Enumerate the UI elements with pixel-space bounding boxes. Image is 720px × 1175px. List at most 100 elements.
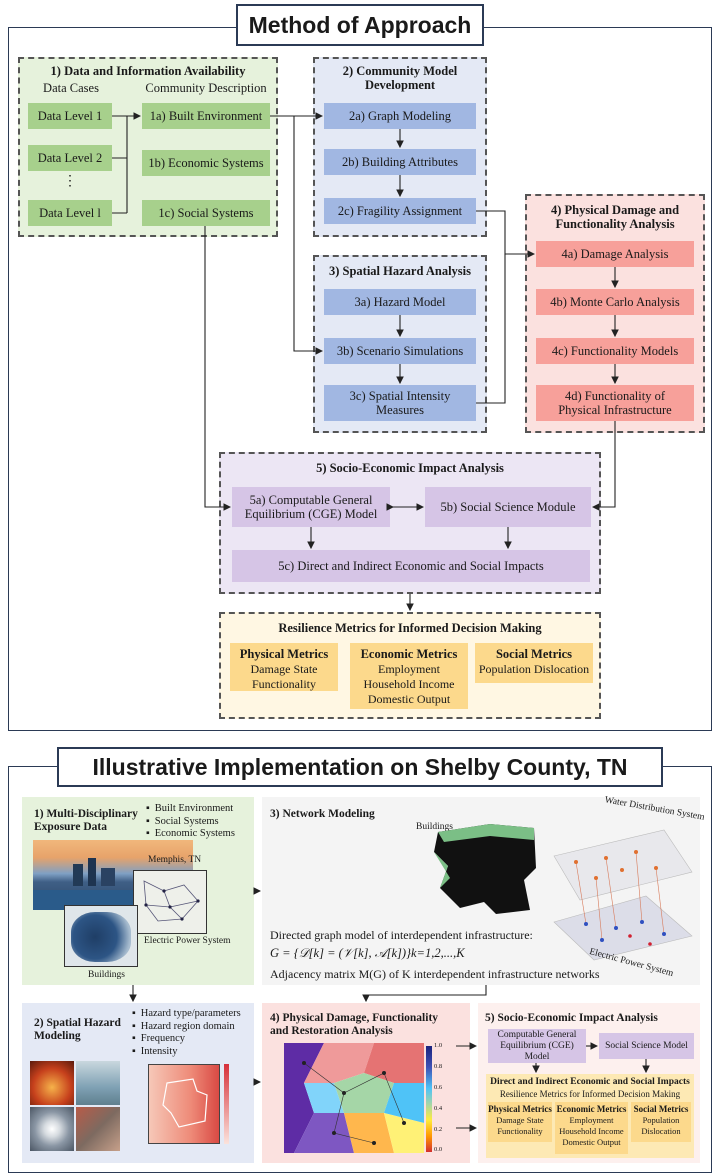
panel-1-title-line2: Exposure Data — [34, 821, 107, 833]
hazard-photo-hurricane — [30, 1107, 74, 1151]
interdependent-network-3d — [546, 812, 696, 962]
building-attributes-box: 2b) Building Attributes — [324, 149, 476, 175]
cge-line1: 5a) Computable General — [249, 493, 373, 507]
social-systems-box: 1c) Social Systems — [142, 200, 270, 226]
bullet-hazard-region: Hazard region domain — [132, 1021, 241, 1034]
p5-social-metrics: Social Metrics Population Dislocation — [631, 1102, 691, 1142]
data-level-ellipsis: ⋮ — [63, 174, 77, 189]
panel-1-title-line1: 1) Multi-Disciplinary — [34, 808, 138, 820]
built-environment-box: 1a) Built Environment — [142, 103, 270, 129]
p5-social-model-box: Social Science Model — [599, 1033, 694, 1059]
p5-economic-item-1: Employment — [569, 1115, 614, 1125]
economic-metric-1: Employment — [378, 662, 440, 676]
scenario-simulations-box: 3b) Scenario Simulations — [324, 338, 476, 364]
economic-metric-3: Domestic Output — [367, 692, 451, 706]
functionality-colorbar — [426, 1046, 432, 1152]
power-system-label: Electric Power System — [144, 936, 231, 946]
hazard-model-box: 3a) Hazard Model — [324, 289, 476, 315]
data-level-l: Data Level l — [28, 200, 112, 226]
bullet-hazard-type: Hazard type/parameters — [132, 1008, 241, 1021]
social-metric-1: Population Dislocation — [478, 662, 590, 676]
resilience-metrics-title: Resilience Metrics for Informed Decision… — [278, 621, 542, 635]
section-4-title-line2: Functionality Analysis — [555, 217, 675, 231]
economic-metrics-box: Economic Metrics Employment Household In… — [350, 643, 468, 709]
data-cases-header: Data Cases — [43, 81, 99, 95]
monte-carlo-box: 4b) Monte Carlo Analysis — [536, 289, 694, 315]
panel-3-title: 3) Network Modeling — [270, 808, 375, 820]
p5-physical-metrics: Physical Metrics Damage State Functional… — [488, 1102, 552, 1142]
buildings-label: Buildings — [88, 970, 125, 980]
hazard-photo-flood — [76, 1061, 120, 1105]
buildings-map-label: Buildings — [416, 822, 453, 832]
buildings-footprint-shape — [434, 824, 536, 914]
p5-social-item-1: Population — [642, 1115, 680, 1125]
social-science-module-box: 5b) Social Science Module — [425, 487, 591, 527]
power-system-map — [133, 870, 207, 934]
hazard-intensity-map — [148, 1064, 220, 1144]
spatial-intensity-line1: 3c) Spatial Intensity — [349, 389, 451, 403]
section-3-title: 3) Spatial Hazard Analysis — [328, 264, 472, 278]
p5-impacts-title: Direct and Indirect Economic and Social … — [490, 1077, 690, 1087]
graph-model-formula: G = {𝒟[k] = (𝒱[k], 𝒜[k])}k=1,2,...,K — [270, 946, 465, 960]
p5-economic-item-2: Household Income — [559, 1126, 624, 1136]
bullet-social-systems: Social Systems — [146, 816, 235, 829]
data-level-2: Data Level 2 — [28, 145, 112, 171]
p5-social-heading: Social Metrics — [633, 1104, 689, 1114]
power-network-lines — [143, 880, 200, 922]
hazard-photo-fire — [30, 1061, 74, 1105]
hazard-colorbar — [224, 1064, 229, 1144]
bullet-frequency: Frequency — [132, 1033, 241, 1046]
section-5-title: 5) Socio-Economic Impact Analysis — [316, 461, 504, 475]
spatial-intensity-line2: Measures — [376, 403, 424, 417]
graph-model-text: Directed graph model of interdependent i… — [270, 928, 533, 942]
colorbar-tick-6: 0.0 — [434, 1146, 443, 1153]
spatial-intensity-box: 3c) Spatial Intensity Measures — [324, 385, 476, 421]
colorbar-ticks: 1.0 0.8 0.6 0.4 0.2 0.0 — [434, 1042, 450, 1154]
section-4-title-line1: 4) Physical Damage and — [550, 203, 680, 217]
data-level-1: Data Level 1 — [28, 103, 112, 129]
colorbar-tick-1: 1.0 — [434, 1042, 443, 1049]
damage-analysis-box: 4a) Damage Analysis — [536, 241, 694, 267]
bullet-built-environment: Built Environment — [146, 803, 235, 816]
physical-metric-1: Damage State — [250, 662, 318, 676]
functionality-infrastructure-line1: 4d) Functionality of — [565, 389, 665, 403]
direct-indirect-impacts-box: 5c) Direct and Indirect Economic and Soc… — [232, 550, 590, 582]
panel-2-bullets: Hazard type/parameters Hazard region dom… — [132, 1008, 241, 1058]
functionality-map — [284, 1043, 424, 1153]
graph-modeling-box: 2a) Graph Modeling — [324, 103, 476, 129]
panel-4-title-line2: and Restoration Analysis — [270, 1025, 393, 1037]
p5-social-item-2: Dislocation — [641, 1126, 681, 1136]
physical-metric-2: Functionality — [252, 677, 316, 691]
hazard-photo-damage — [76, 1107, 120, 1151]
colorbar-tick-3: 0.6 — [434, 1084, 443, 1091]
panel-2-title-line1: 2) Spatial Hazard — [34, 1017, 121, 1029]
fragility-assignment-box: 2c) Fragility Assignment — [324, 198, 476, 224]
buildings-map — [64, 905, 138, 967]
p5-physical-item-2: Functionality — [497, 1126, 543, 1136]
functionality-map-regions — [284, 1043, 424, 1153]
memphis-label: Memphis, TN — [148, 855, 202, 865]
physical-metrics-heading: Physical Metrics — [239, 647, 329, 661]
method-title: Method of Approach — [236, 4, 484, 46]
cge-model-box: 5a) Computable General Equilibrium (CGE)… — [232, 487, 390, 527]
economic-metric-2: Household Income — [363, 677, 455, 691]
p5-economic-metrics: Economic Metrics Employment Household In… — [555, 1102, 628, 1154]
p5-economic-item-3: Domestic Output — [562, 1137, 621, 1147]
economic-systems-box: 1b) Economic Systems — [142, 150, 270, 176]
p5-cge-box: Computable General Equilibrium (CGE) Mod… — [488, 1029, 586, 1063]
section-2-title-line2: Development — [364, 78, 436, 92]
colorbar-tick-5: 0.2 — [434, 1126, 443, 1133]
functionality-infrastructure-box: 4d) Functionality of Physical Infrastruc… — [536, 385, 694, 421]
colorbar-tick-4: 0.4 — [434, 1105, 443, 1112]
p5-impacts-subtitle: Resilience Metrics for Informed Decision… — [499, 1089, 681, 1099]
bullet-economic-systems: Economic Systems — [146, 828, 235, 841]
social-metrics-heading: Social Metrics — [495, 647, 572, 661]
section-2-title-line1: 2) Community Model — [342, 64, 458, 78]
buildings-footprint-map — [430, 818, 540, 920]
panel-2-title-line2: Modeling — [34, 1030, 81, 1042]
panel-1-bullets: Built Environment Social Systems Economi… — [146, 803, 235, 841]
section-1-title: 1) Data and Information Availability — [50, 64, 246, 78]
functionality-models-box: 4c) Functionality Models — [536, 338, 694, 364]
p5-physical-item-1: Damage State — [496, 1115, 544, 1125]
